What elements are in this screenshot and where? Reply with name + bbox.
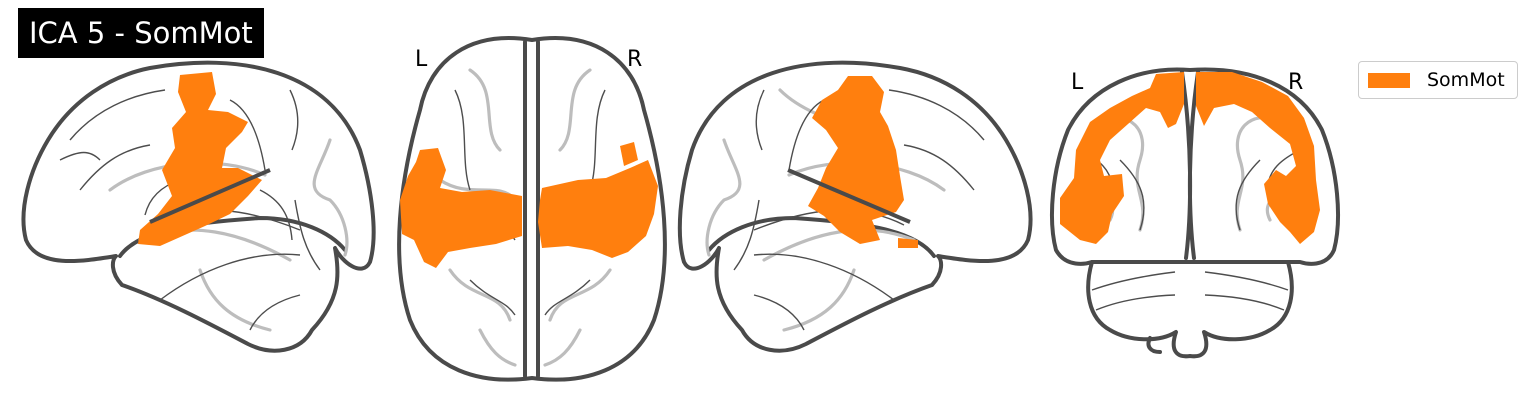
left-sagittal-view (21, 60, 376, 353)
coronal-outline (1050, 67, 1340, 266)
axial-activation-right (538, 160, 658, 258)
right-sagittal-view (677, 60, 1033, 353)
left-sagittal-outline (21, 60, 376, 353)
axial-activation-left (400, 148, 522, 268)
axial-view: L R (397, 36, 667, 382)
legend-swatch (1368, 73, 1410, 88)
axial-right-label: R (627, 47, 642, 72)
axial-left-label: L (415, 47, 428, 72)
coronal-cerebellum (1086, 260, 1294, 359)
figure-title: ICA 5 - SomMot (18, 8, 264, 58)
coronal-view: L R (1050, 67, 1340, 359)
coronal-left-label: L (1071, 70, 1084, 95)
axial-outline (397, 36, 667, 382)
coronal-activation-left (1060, 72, 1184, 244)
right-sagittal-outline (677, 60, 1033, 353)
right-sagittal-activation (808, 76, 904, 244)
legend: SomMot (1358, 61, 1518, 99)
coronal-activation-right (1196, 72, 1320, 244)
coronal-right-label: R (1288, 70, 1303, 95)
legend-label: SomMot (1427, 69, 1505, 91)
left-sagittal-activation (138, 72, 262, 246)
